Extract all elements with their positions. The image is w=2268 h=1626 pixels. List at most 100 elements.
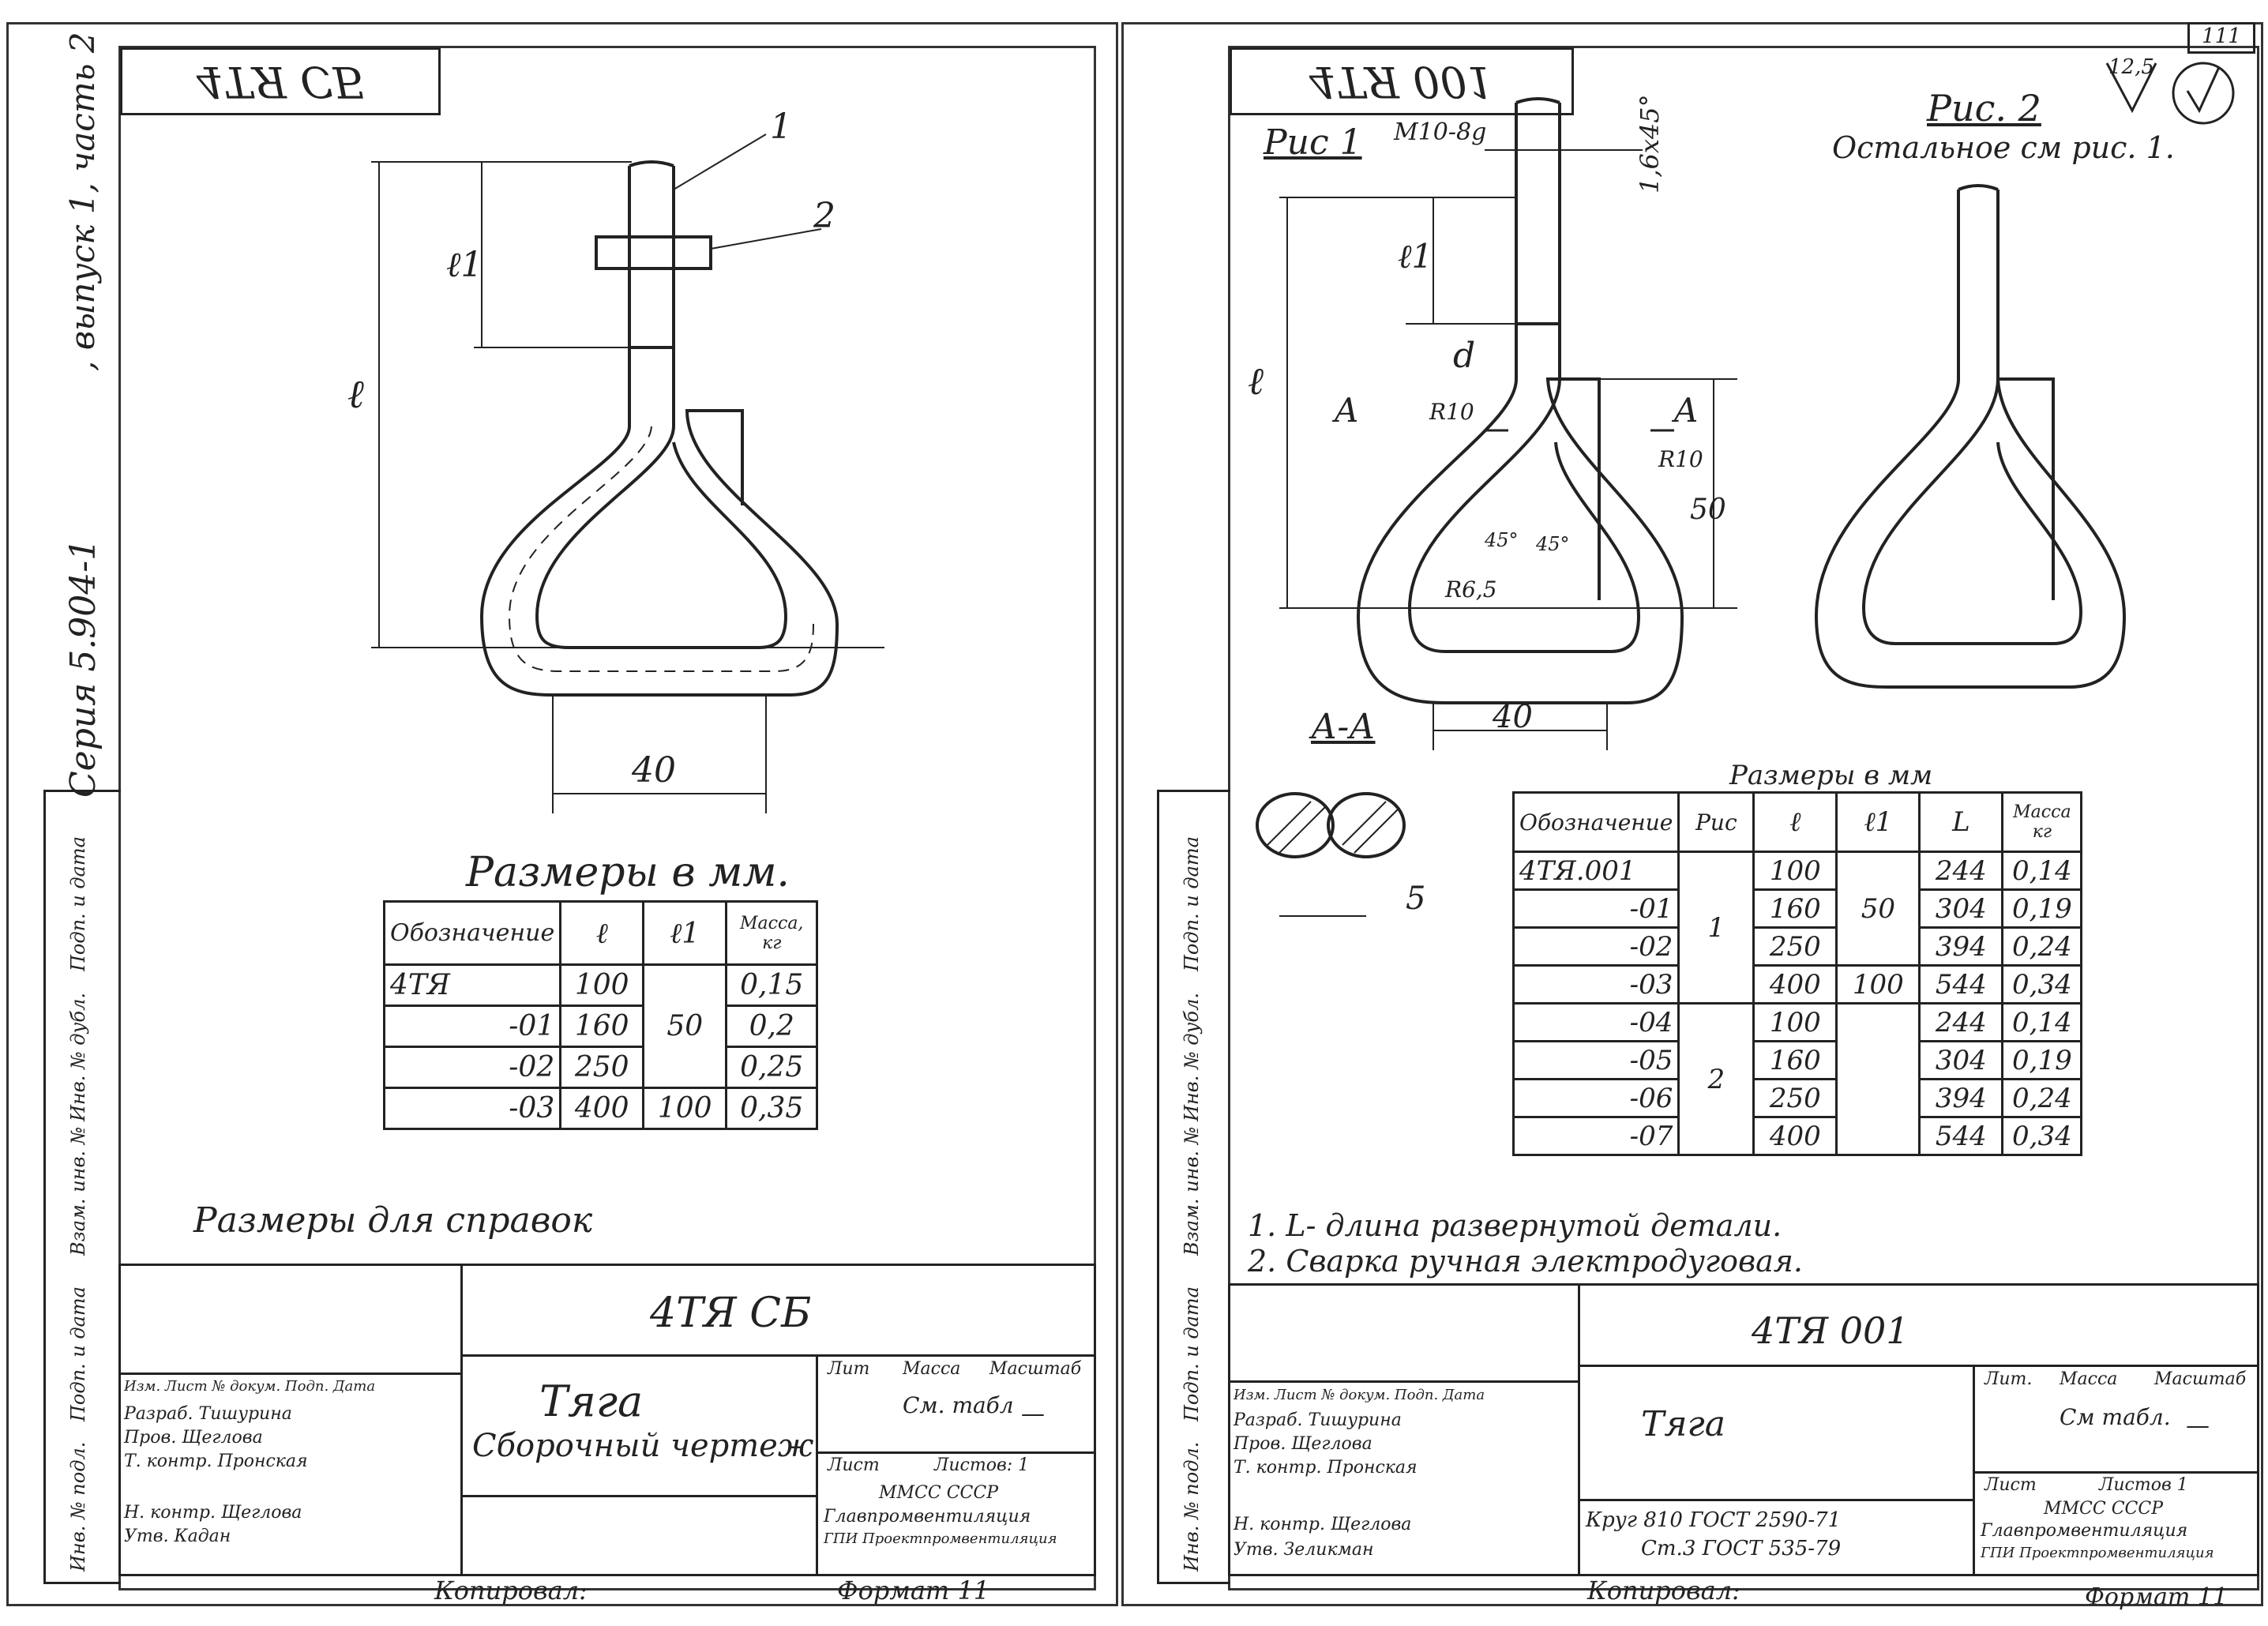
table-cell: 244 [1918,851,2004,891]
right-sheet [1121,22,2263,1606]
table-cell: 250 [1752,926,1838,967]
table-cell: 100 [1752,851,1838,891]
right-mirrored-code: 4TЯ 001 [1230,47,1574,115]
right-inner-frame [1228,46,2259,1590]
right-d-label: d [1453,336,1476,376]
right-table-title: Размеры в мм [1729,760,1933,791]
table-cell: 0,19 [2001,888,2083,929]
table-cell: 100 [642,1087,728,1130]
right-l1-label: ℓ1 [1398,237,1433,276]
right-tb-listov: Листов 1 [2099,1475,2188,1495]
table-cell: 4TЯ [382,963,562,1007]
right-tb-lit: Лит. [1984,1369,2033,1389]
right-tb-role4: Н. контр. Щеглова [1234,1515,1412,1534]
right-section-label: А-А [1311,707,1376,747]
right-side-stamps [1157,790,1230,1584]
right-fig2-label: Рис. 2 [1927,87,2041,130]
left-tb-scale-val: — [1021,1400,1045,1428]
right-stamp-4: Подп. и дата [1181,836,1203,971]
table-cell: 50 [642,963,728,1089]
left-tb-listov: Листов: 1 [934,1455,1030,1475]
table-cell: 0,34 [2001,964,2083,1005]
left-sheet [6,22,1118,1606]
right-tb-material2: Ст.3 ГОСТ 535-79 [1641,1537,1842,1560]
left-w40-label: 40 [632,750,676,790]
table-cell: 0,24 [2001,1078,2083,1118]
table-cell: 0,25 [725,1046,819,1089]
table-cell: 0,15 [725,963,819,1007]
right-tb-masshtab: Масштаб [2154,1369,2247,1389]
right-tb-role5: Утв. Зеликман [1234,1540,1374,1560]
right-a-right-label: A [1674,391,1699,430]
left-tb-title: Тяга [539,1376,644,1426]
left-stamp-1: Подп. и дата [67,1286,89,1421]
table-cell: 0,14 [2001,851,2083,891]
table-cell: 394 [1918,926,2004,967]
table-cell: -02 [1511,926,1680,967]
table-cell: 0,14 [2001,1002,2083,1042]
table-cell: 544 [1918,964,2004,1005]
table-cell: -01 [1511,888,1680,929]
left-th-l: ℓ [559,900,645,966]
left-th-l1: ℓ1 [642,900,728,966]
left-tb-designation: 4ТЯ СБ [650,1290,812,1337]
right-format-label: Формат 11 [2085,1583,2229,1611]
table-cell: -05 [1511,1040,1680,1080]
left-title-block: 4ТЯ СБ Тяга Сборочный чертеж Лит Масса М… [118,1264,1096,1576]
left-tb-role4: Н. контр. Щеглова [124,1503,302,1523]
right-fig1-label: Рис 1 [1264,122,1362,163]
table-cell: -06 [1511,1078,1680,1118]
table-cell: 0,34 [2001,1116,2083,1156]
right-th-fig: Рис [1677,791,1755,853]
table-cell: 400 [1752,1116,1838,1156]
right-th-l: ℓ [1752,791,1838,853]
table-cell: 2 [1677,1002,1755,1156]
table-cell: 1 [1677,851,1755,1005]
table-cell: -03 [1511,964,1680,1005]
table-cell: 250 [1752,1078,1838,1118]
right-r65-label: R6,5 [1445,576,1497,603]
left-tb-role0: Изм. Лист № докум. Подп. Дата [124,1378,376,1395]
table-cell: 4TЯ.001 [1511,851,1680,891]
left-tb-massa: Масса [903,1359,961,1379]
right-a-left-label: A [1335,391,1359,430]
left-tb-role5: Утв. Кадан [124,1526,231,1546]
left-stamp-2: Взам. инв. № [67,1126,89,1256]
right-roughness: 12,5 [2108,55,2154,79]
left-side-stamps [43,790,121,1584]
right-tb-material1: Круг 810 ГОСТ 2590-71 [1586,1508,1842,1532]
table-cell: 400 [1752,964,1838,1005]
right-note1: 1. L- длина развернутой детали. [1248,1208,1782,1243]
right-tb-org2: Главпромвентиляция [1981,1521,2188,1541]
left-note: Размеры для справок [193,1200,593,1241]
right-th-L: L [1918,791,2004,853]
table-cell: 0,19 [2001,1040,2083,1080]
right-stamp-1: Подп. и дата [1181,1286,1203,1421]
right-tb-role3: Т. контр. Пронская [1234,1458,1418,1478]
table-cell [1835,1002,1921,1156]
left-tb-lit: Лит [828,1359,870,1379]
left-stamp-0: Инв. № подл. [67,1441,89,1572]
table-cell: 100 [1752,1002,1838,1042]
left-size-table: Обозначение ℓ ℓ1 Масса, кг 4TЯ 100 50 0,… [382,900,819,1130]
right-tb-massa: Масса [2060,1369,2118,1389]
right-r10a-label: R10 [1429,399,1474,425]
table-cell: 160 [1752,1040,1838,1080]
right-size-table: Обозначение Рис ℓ ℓ1 L Масса кг 4TЯ.001 … [1511,791,2083,1156]
table-cell: 394 [1918,1078,2004,1118]
left-l1-label: ℓ1 [446,245,483,285]
right-tb-scale-val: — [2186,1412,2210,1440]
table-cell: -02 [382,1046,562,1089]
right-tb-role2: Пров. Щеглова [1234,1434,1372,1454]
table-cell: 0,2 [725,1005,819,1048]
right-sheet-number: 111 [2187,22,2255,54]
right-s5-label: 5 [1406,881,1426,917]
right-w40-label: 40 [1493,699,1533,735]
table-cell: 0,35 [725,1087,819,1130]
right-stamp-3: Инв. № дубл. [1181,993,1203,1121]
left-tb-list: Лист [828,1455,880,1475]
right-chamfer-label: 1,6x45° [1635,94,1665,193]
left-pos2-label: 2 [813,196,835,236]
table-cell: 100 [1835,964,1921,1005]
